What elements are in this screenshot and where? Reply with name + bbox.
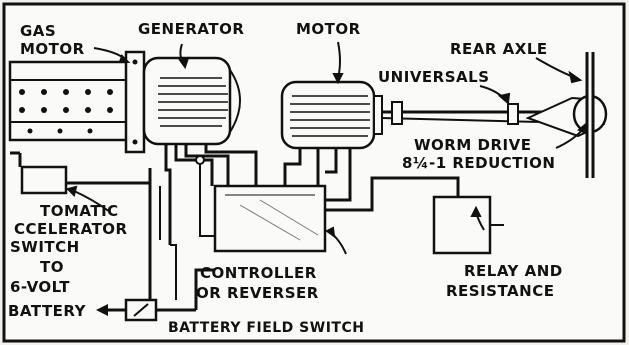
label-worm-drive-line2: 8¼-1 REDUCTION [402, 154, 555, 172]
label-controller-line1: CONTROLLER [200, 264, 317, 282]
label-gas-motor-line2: MOTOR [20, 40, 85, 58]
label-battery-line1: TO [40, 258, 64, 276]
label-gas-motor-line1: GAS [20, 22, 56, 40]
label-accelerator-line2: CCELERATOR [14, 220, 128, 238]
traction-motor [280, 80, 383, 150]
label-controller-line2: OR REVERSER [196, 284, 319, 302]
label-battery-line3: BATTERY [8, 302, 87, 320]
label-relay-line1: RELAY AND [464, 262, 563, 280]
label-universals: UNIVERSALS [378, 68, 490, 86]
label-generator: GENERATOR [138, 20, 244, 38]
label-worm-drive-line1: WORM DRIVE [414, 136, 531, 154]
battery-field-switch [124, 298, 158, 322]
universal-joint-front [391, 101, 403, 125]
universal-joint-rear [507, 103, 519, 125]
label-relay-line2: RESISTANCE [446, 282, 554, 300]
generator [142, 56, 241, 146]
label-motor: MOTOR [296, 20, 361, 38]
label-battery-field-switch: BATTERY FIELD SWITCH [168, 320, 364, 336]
wiring [66, 144, 504, 316]
label-rear-axle: REAR AXLE [450, 40, 548, 58]
label-accelerator-line1: TOMATIC [40, 202, 119, 220]
label-accelerator-line3: SWITCH [10, 238, 80, 256]
controller [213, 184, 327, 253]
drive-shaft [381, 101, 560, 125]
label-battery-line2: 6-VOLT [10, 278, 70, 296]
pointer-arrows [66, 41, 587, 255]
accelerator-switch-box [20, 165, 68, 195]
gas-motor [8, 50, 146, 154]
